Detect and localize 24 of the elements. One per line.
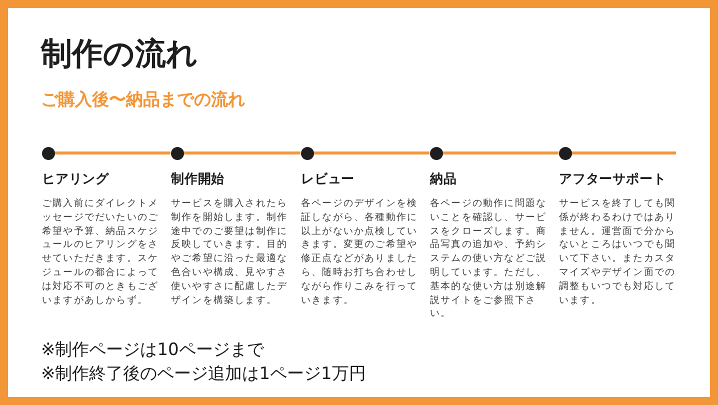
timeline-line <box>572 152 676 154</box>
note: ※制作ページは10ページまで <box>41 339 264 361</box>
step-description: 各ページのデザインを検証しながら、各種動作に以上がないか点検していきます。変更のご希望や修正点などがありましたら、随時お打ち合わせしながら作りこみを行っていきます。 <box>301 197 418 308</box>
subtitle: ご購入後〜納品までの流れ <box>41 90 245 110</box>
timeline-line <box>54 152 170 154</box>
step-heading: ヒアリング <box>42 172 109 188</box>
timeline-dot <box>300 146 314 160</box>
timeline-dot <box>42 146 54 160</box>
timeline-line <box>314 152 430 154</box>
timeline-line <box>184 152 300 154</box>
timeline-line <box>442 152 558 154</box>
timeline-dot <box>170 146 184 160</box>
step-heading: 納品 <box>430 172 457 188</box>
title: 制作の流れ <box>41 36 198 72</box>
timeline-dot <box>430 146 442 160</box>
note: ※制作終了後のページ追加は1ページ1万円 <box>41 363 366 385</box>
step-heading: アフターサポート <box>559 172 666 188</box>
step-description: サービスを終了しても関係が終わるわけではありません。運営面で分からないところはいつでも聞いて下さい。またカスタマイズやデザイン面での調整もいつでも対応しています。 <box>559 197 676 308</box>
timeline-dot <box>558 146 572 160</box>
step-description: ご購入前にダイレクトメッセージでだいたいのご希望や予算、納品スケジュールのヒアリングをさせていただきます。スケジュールの都合によっては対応不可のときもございますがあしからず。 <box>42 197 159 308</box>
step-heading: 制作開始 <box>171 172 225 188</box>
step-description: サービスを購入されたら制作を開始します。制作途中でのご要望は制作に反映していきます。目的やご希望に沿った最適な色合いや構成、見やすさ使いやすさに配慮したデザインを構築します。 <box>171 197 288 308</box>
step-heading: レビュー <box>301 172 355 188</box>
step-description: 各ページの動作に問題ないことを確認し、サービスをクローズします。商品写真の追加や、予約システムの使い方などご説明しています。ただし、基本的な使い方は別途解説サイトをご参照下さい。 <box>430 197 547 322</box>
